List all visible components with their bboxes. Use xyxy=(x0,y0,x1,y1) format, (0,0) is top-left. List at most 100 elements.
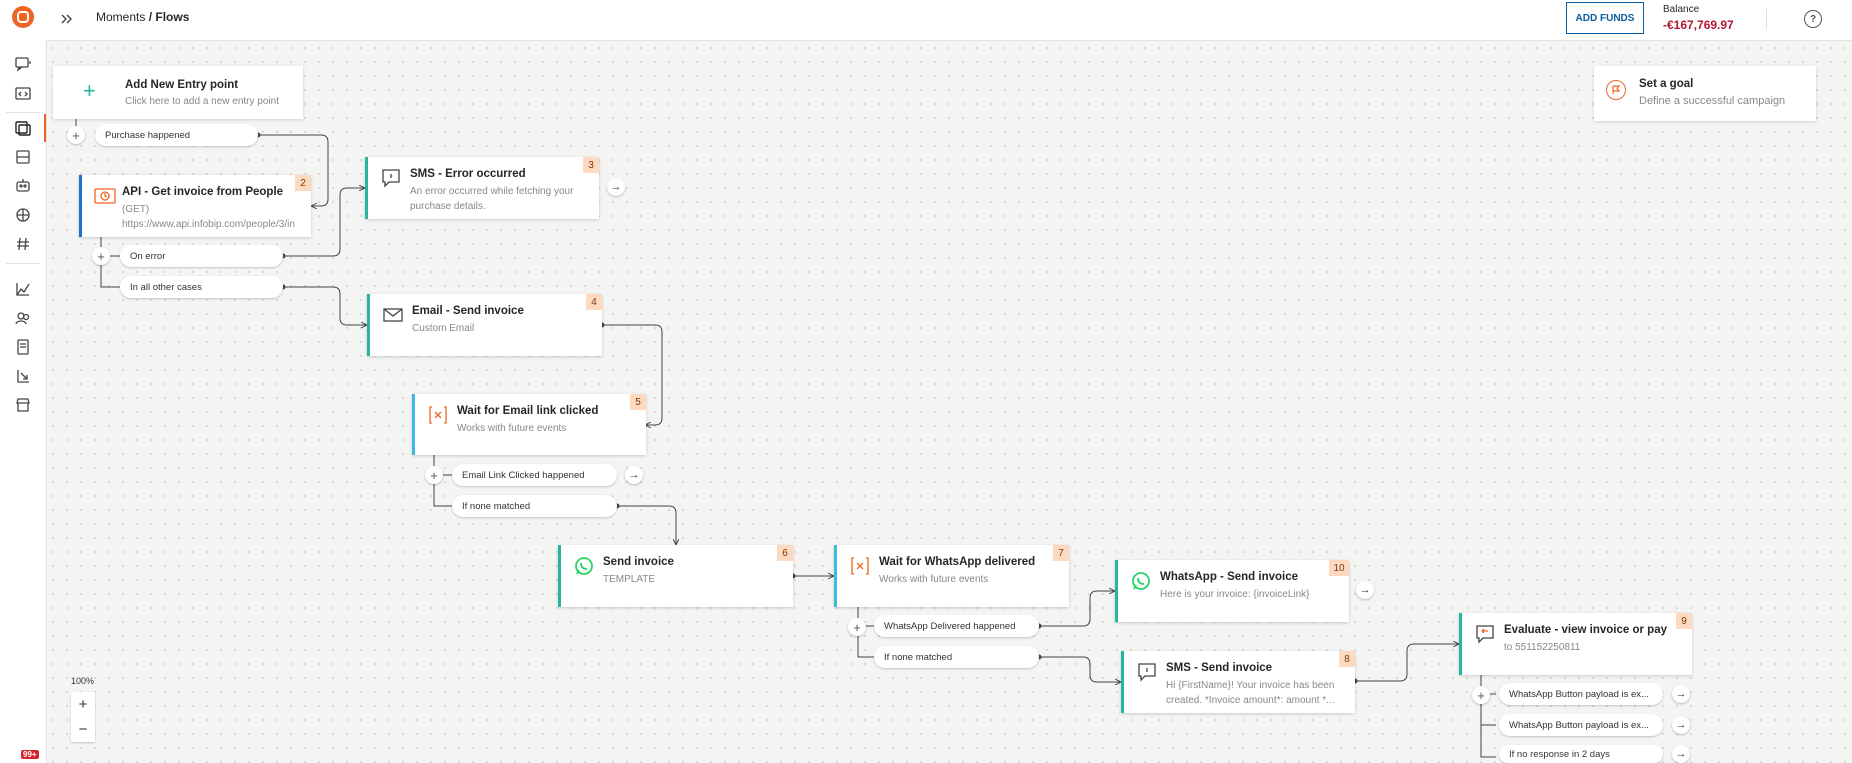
add-funds-button[interactable]: ADD FUNDS xyxy=(1566,2,1644,34)
node-api-get-invoice[interactable]: API - Get invoice from People (GET) http… xyxy=(79,175,311,237)
node-number: 4 xyxy=(586,294,602,310)
zoom-controls: + − xyxy=(71,692,95,742)
wait-event-icon xyxy=(427,404,449,426)
zoom-in-button[interactable]: + xyxy=(78,695,88,713)
node-description: Hi {FirstName}! Your invoice has been cr… xyxy=(1166,680,1335,706)
entry-subtitle: Click here to add a new entry point xyxy=(125,96,279,107)
moments-icon[interactable] xyxy=(13,118,33,138)
branch-other-cases[interactable]: In all other cases xyxy=(120,276,283,298)
node-title: API - Get invoice from People xyxy=(122,186,284,198)
node-title: SMS - Send invoice xyxy=(1166,662,1273,674)
node-title: Email - Send invoice xyxy=(412,305,524,317)
add-branch-button[interactable]: + xyxy=(848,618,866,636)
node-title: WhatsApp - Send invoice xyxy=(1160,571,1299,583)
next-step-arrow-icon[interactable]: → xyxy=(607,178,625,196)
add-branch-button[interactable]: + xyxy=(1472,686,1490,704)
breadcrumb: Moments / Flows xyxy=(96,10,189,24)
node-number: 3 xyxy=(583,157,599,173)
entry-title: Add New Entry point xyxy=(125,79,239,91)
node-number: 10 xyxy=(1329,560,1349,576)
next-step-arrow-icon[interactable]: → xyxy=(1672,716,1690,734)
node-description: Custom Email xyxy=(412,323,475,334)
node-email-send-invoice[interactable]: Email - Send invoice Custom Email 4 xyxy=(367,294,602,356)
branch-purchase-happened[interactable]: Purchase happened xyxy=(95,124,258,146)
notifications-badge[interactable]: 99+ xyxy=(21,750,39,759)
sms-icon xyxy=(380,167,402,189)
zoom-level: 100% xyxy=(71,676,95,686)
node-wait-email-clicked[interactable]: Wait for Email link clicked Works with f… xyxy=(412,394,646,455)
node-description: to 551152250811 xyxy=(1504,642,1581,653)
add-entry-point-card[interactable]: + Add New Entry point Click here to add … xyxy=(53,66,303,119)
node-number: 8 xyxy=(1339,651,1355,667)
whatsapp-icon xyxy=(573,555,595,577)
node-number: 2 xyxy=(295,175,311,191)
analytics-icon[interactable] xyxy=(13,279,33,299)
next-step-arrow-icon[interactable]: → xyxy=(1672,745,1690,763)
api-icon xyxy=(94,185,116,207)
branch-whatsapp-button-1[interactable]: WhatsApp Button payload is ex... xyxy=(1499,683,1663,705)
add-branch-button[interactable]: + xyxy=(425,466,443,484)
flag-icon xyxy=(1606,80,1626,100)
node-number: 7 xyxy=(1053,545,1069,561)
wait-event-icon xyxy=(849,555,871,577)
branch-whatsapp-delivered[interactable]: WhatsApp Delivered happened xyxy=(874,615,1039,637)
broadcast-icon[interactable] xyxy=(13,147,33,167)
branch-if-none-matched[interactable]: If none matched xyxy=(452,495,617,517)
templates-icon[interactable] xyxy=(13,337,33,357)
left-sidebar: 99+ xyxy=(0,0,47,763)
node-description: TEMPLATE xyxy=(603,574,656,585)
ai-icon[interactable] xyxy=(13,205,33,225)
branch-if-none-matched[interactable]: If none matched xyxy=(874,646,1039,668)
whatsapp-icon xyxy=(1130,570,1152,592)
add-branch-button[interactable]: + xyxy=(92,247,110,265)
evaluate-icon xyxy=(1474,623,1496,645)
next-step-arrow-icon[interactable]: → xyxy=(625,466,643,484)
numbers-icon[interactable] xyxy=(13,234,33,254)
expand-sidebar-icon[interactable] xyxy=(57,9,77,29)
node-send-invoice[interactable]: Send invoice TEMPLATE 6 xyxy=(558,545,793,607)
branch-no-response[interactable]: If no response in 2 days xyxy=(1499,745,1663,763)
node-sms-error[interactable]: SMS - Error occurred An error occurred w… xyxy=(365,157,599,219)
branch-whatsapp-button-2[interactable]: WhatsApp Button payload is ex... xyxy=(1499,714,1663,736)
next-step-arrow-icon[interactable]: → xyxy=(1356,581,1374,599)
breadcrumb-current: Flows xyxy=(155,10,190,24)
breadcrumb-parent[interactable]: Moments xyxy=(96,10,146,24)
sms-icon xyxy=(1136,661,1158,683)
branch-on-error[interactable]: On error xyxy=(120,245,283,267)
node-description: Works with future events xyxy=(879,574,989,585)
chatbots-icon[interactable] xyxy=(13,176,33,196)
developer-tools-icon[interactable] xyxy=(13,83,33,103)
divider xyxy=(1766,9,1767,29)
node-title: Wait for WhatsApp delivered xyxy=(879,556,1036,568)
node-number: 9 xyxy=(1676,613,1692,629)
marketplace-icon[interactable] xyxy=(13,395,33,415)
node-url: https://www.api.infobip.com/people/3/in xyxy=(122,219,295,230)
node-description: An error occurred while fetching your pu… xyxy=(410,186,574,212)
node-title: Send invoice xyxy=(603,556,674,568)
node-sms-send-invoice[interactable]: SMS - Send invoice Hi {FirstName}! Your … xyxy=(1121,651,1355,713)
node-evaluate-view-or-pay[interactable]: Evaluate - view invoice or pay to 551152… xyxy=(1459,613,1692,675)
add-branch-button[interactable]: + xyxy=(67,126,85,144)
node-number: 5 xyxy=(630,394,646,410)
conversations-icon[interactable] xyxy=(13,54,33,74)
zoom-out-button[interactable]: − xyxy=(78,720,88,738)
exchange-icon[interactable] xyxy=(13,366,33,386)
help-icon[interactable]: ? xyxy=(1804,10,1822,28)
node-title: Evaluate - view invoice or pay xyxy=(1504,624,1667,636)
top-bar: Moments / Flows ADD FUNDS Balance -€167,… xyxy=(46,0,1852,41)
branch-email-link-clicked[interactable]: Email Link Clicked happened xyxy=(452,464,617,486)
set-goal-card[interactable]: Set a goal Define a successful campaign xyxy=(1594,66,1816,121)
node-title: Wait for Email link clicked xyxy=(457,405,599,417)
people-icon[interactable] xyxy=(13,308,33,328)
node-whatsapp-send-invoice[interactable]: WhatsApp - Send invoice Here is your inv… xyxy=(1115,560,1349,622)
breadcrumb-separator: / xyxy=(145,10,156,24)
node-number: 6 xyxy=(777,545,793,561)
node-description: Here is your invoice: {invoiceLink} xyxy=(1160,589,1310,600)
node-method: (GET) xyxy=(122,204,150,215)
brand-logo-icon[interactable] xyxy=(12,6,34,28)
balance-label: Balance xyxy=(1663,4,1700,15)
balance-value: -€167,769.97 xyxy=(1663,18,1734,32)
next-step-arrow-icon[interactable]: → xyxy=(1672,685,1690,703)
add-icon: + xyxy=(83,78,96,103)
node-wait-whatsapp-delivered[interactable]: Wait for WhatsApp delivered Works with f… xyxy=(834,545,1069,607)
